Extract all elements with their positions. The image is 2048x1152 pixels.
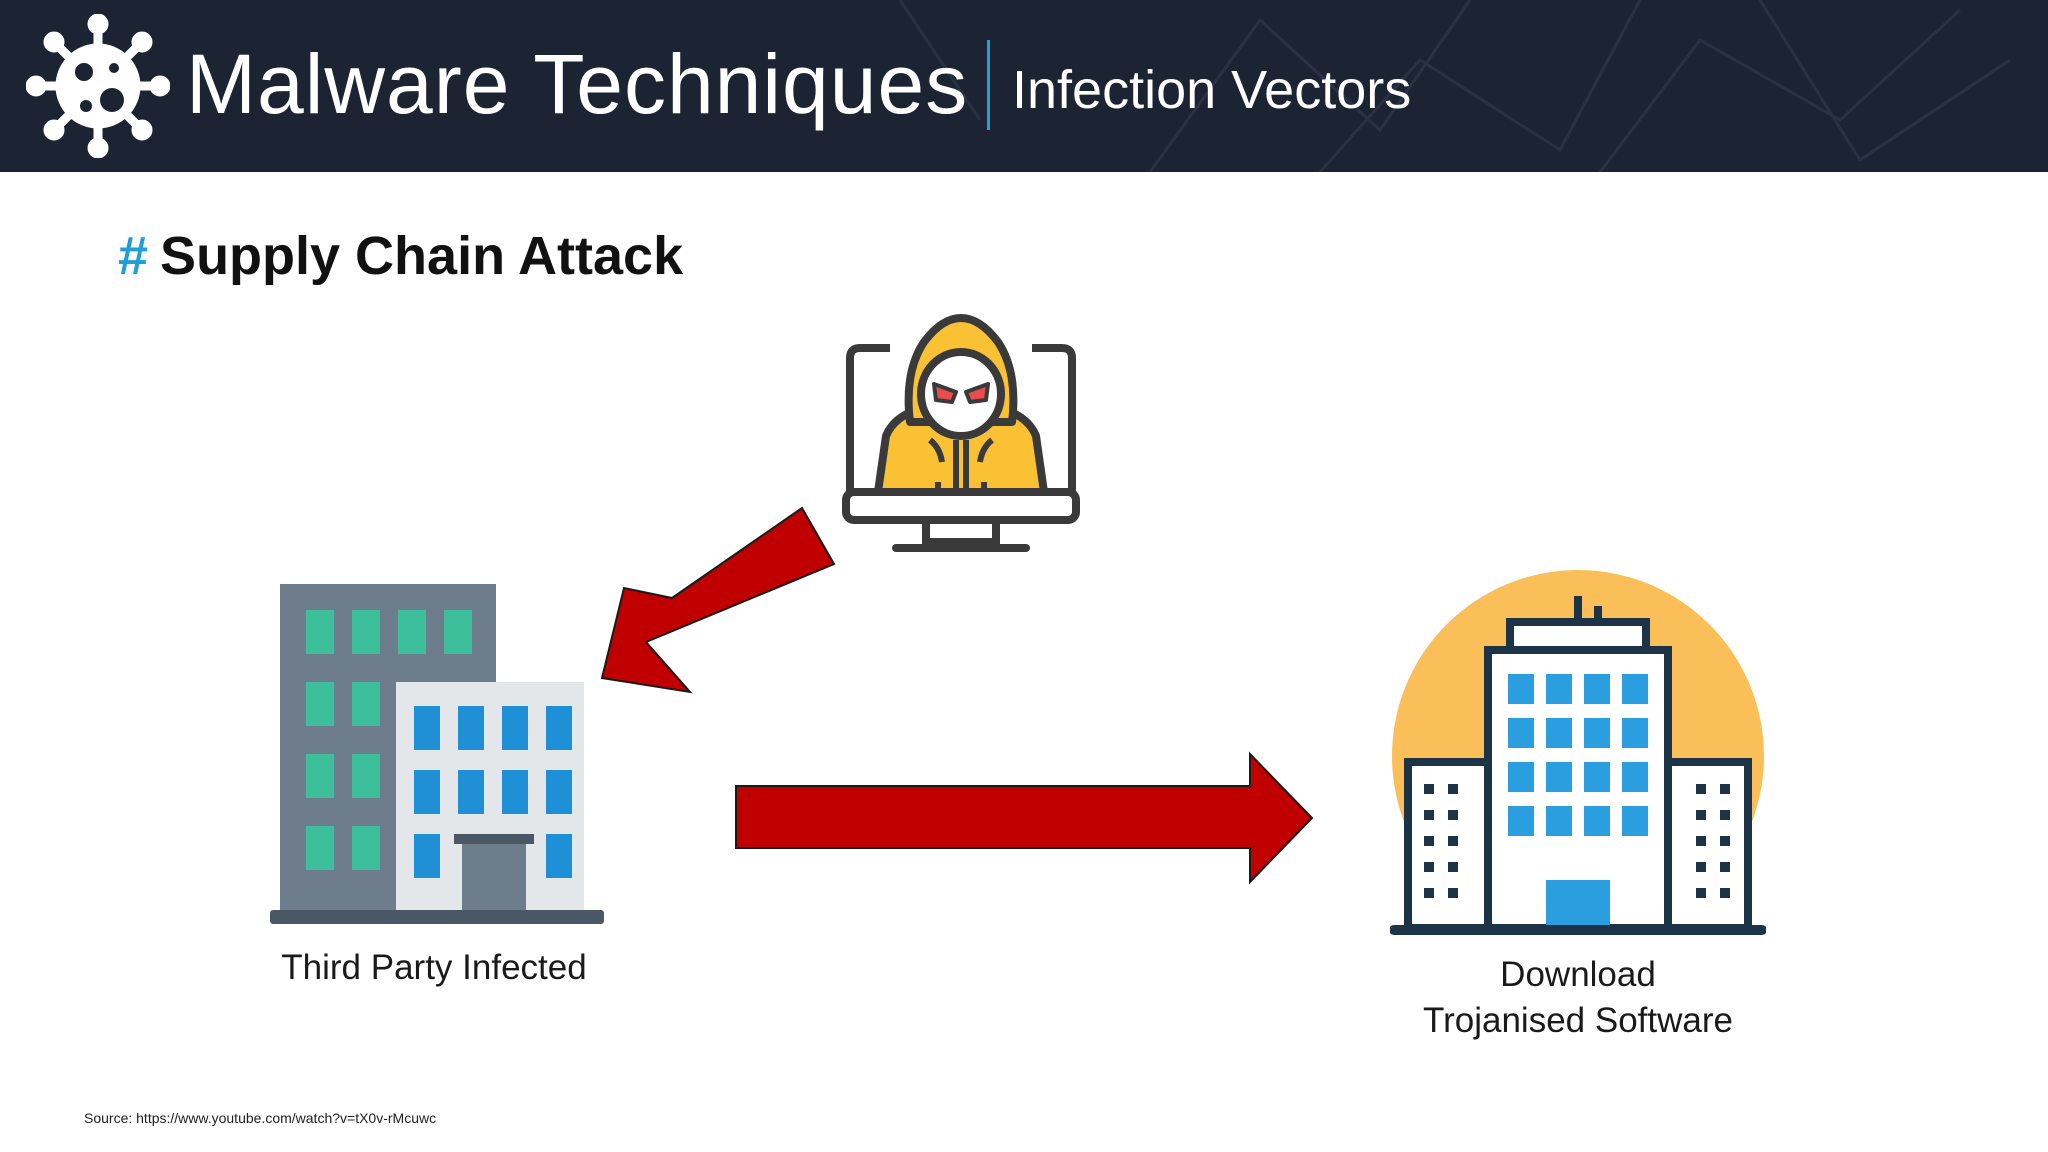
header-background-pattern: [898, 0, 2011, 172]
target-label: Download Trojanised Software: [1378, 952, 1778, 1044]
corporate-building-icon: [1390, 570, 1766, 942]
third-party-label: Third Party Infected: [281, 948, 587, 987]
distribution-arrow: [735, 751, 1314, 885]
office-building-icon: [270, 584, 604, 924]
title-divider: [987, 40, 990, 130]
heading-hash: #: [118, 226, 149, 286]
slide-title: Malware Techniques: [186, 37, 969, 131]
heading-text: Supply Chain Attack: [160, 226, 684, 286]
target-label-line1: Download: [1500, 955, 1656, 994]
virus-icon: [26, 14, 170, 158]
section-heading: #Supply Chain Attack: [118, 222, 683, 290]
attack-arrow: [600, 506, 836, 694]
source-citation: Source: https://www.youtube.com/watch?v=…: [84, 1110, 437, 1126]
target-label-line2: Trojanised Software: [1423, 1001, 1733, 1040]
slide-header: Malware Techniques Infection Vectors: [0, 0, 2048, 172]
slide-subtitle: Infection Vectors: [1012, 60, 1412, 120]
hacker-computer-icon: [842, 314, 1080, 552]
